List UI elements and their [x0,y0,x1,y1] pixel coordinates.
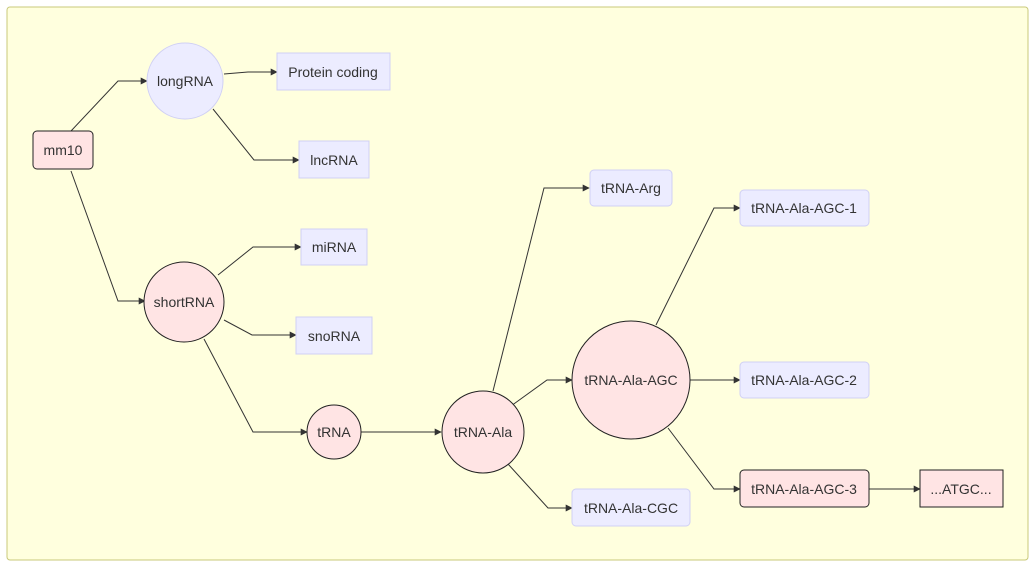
node-longRNA-label: longRNA [157,73,214,89]
node-lncRNA-shape [298,140,370,179]
node-tRNA-Ala-AGC-1: tRNA-Ala-AGC-1 [739,189,870,227]
edges-group [70,68,921,512]
node-shortRNA-label: shortRNA [154,294,215,310]
node-snoRNA-shape [295,316,373,355]
edge-mm10-shortRNA [70,170,146,305]
node-tRNA-Ala-AGC: tRNA-Ala-AGC [571,320,691,440]
node-snoRNA-label: snoRNA [308,328,361,344]
node-mm10-label: mm10 [44,142,83,158]
node-tRNA: tRNA [306,404,362,460]
node-protein-coding: Protein coding [276,52,391,91]
node-longRNA-shape [146,42,224,120]
node-tRNA-Ala-CGC-shape [571,488,691,527]
edge-tRNA-Ala-tRNA-Arg [492,184,590,392]
node-tRNA-Ala: tRNA-Ala [441,390,525,474]
node-tRNA-Ala-AGC-shape [571,320,691,440]
edge-longRNA-lncRNA [212,108,300,164]
node-tRNA-Ala-CGC: tRNA-Ala-CGC [571,488,691,527]
node-tRNA-Arg-shape [589,169,673,207]
node-tRNA-Ala-AGC-2-shape [739,361,870,399]
node-miRNA: miRNA [300,228,368,266]
node-tRNA-Ala-shape [441,390,525,474]
node-tRNA-Ala-AGC-2-label: tRNA-Ala-AGC-2 [751,372,857,388]
node-tRNA-Arg: tRNA-Arg [589,169,673,207]
node-tRNA-Ala-AGC-1-shape [739,189,870,227]
node-tRNA-Ala-AGC-label: tRNA-Ala-AGC [584,372,677,388]
node-tRNA-Ala-AGC-1-label: tRNA-Ala-AGC-1 [751,200,857,216]
node-longRNA: longRNA [146,42,224,120]
node-tRNA-Ala-AGC-2: tRNA-Ala-AGC-2 [739,361,870,399]
edge-longRNA-protein-coding [223,68,278,76]
node-sequence-shape [919,469,1004,508]
node-mm10-shape [32,130,94,170]
node-sequence: ...ATGC... [919,469,1004,508]
node-tRNA-Arg-label: tRNA-Arg [601,180,661,196]
edge-mm10-longRNA [70,77,148,132]
node-mm10: mm10 [32,130,94,170]
node-protein-coding-label: Protein coding [288,64,378,80]
node-sequence-label: ...ATGC... [930,481,991,497]
edge-shortRNA-tRNA [203,338,308,436]
node-tRNA-label: tRNA [317,424,351,440]
node-snoRNA: snoRNA [295,316,373,355]
diagram-background [6,6,1029,561]
node-miRNA-shape [300,228,368,266]
node-protein-coding-shape [276,52,391,91]
node-tRNA-Ala-AGC-3: tRNA-Ala-AGC-3 [739,469,870,508]
node-miRNA-label: miRNA [312,239,357,255]
edge-tRNA-Ala-tRNA-Ala-CGC [507,463,573,512]
node-tRNA-Ala-label: tRNA-Ala [454,424,513,440]
edge-tRNA-Ala-tRNA-Ala-AGC [510,376,573,407]
node-tRNA-Ala-AGC-3-label: tRNA-Ala-AGC-3 [751,481,857,497]
node-tRNA-shape [306,404,362,460]
node-tRNA-Ala-CGC-label: tRNA-Ala-CGC [584,500,678,516]
node-lncRNA: lncRNA [298,140,370,179]
node-tRNA-Ala-AGC-3-shape [739,469,870,508]
edge-AGC-AGC-3 [667,427,741,493]
node-lncRNA-label: lncRNA [310,152,358,168]
edge-AGC-AGC-1 [655,204,741,326]
node-shortRNA-shape [143,261,225,343]
node-shortRNA: shortRNA [143,261,225,343]
edge-shortRNA-miRNA [217,243,302,276]
edge-shortRNA-snoRNA [223,319,297,339]
